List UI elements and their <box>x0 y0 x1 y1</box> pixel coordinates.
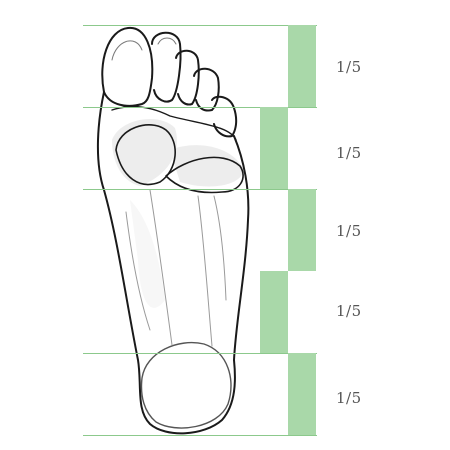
section-label-2: 1/5 <box>336 144 362 162</box>
arch-lines <box>125 189 227 347</box>
inner-edge <box>96 91 236 435</box>
section-bar-4 <box>260 271 288 353</box>
guide-line-3 <box>83 353 317 354</box>
section-label-1: 1/5 <box>336 58 362 76</box>
section-bar-2 <box>260 107 288 189</box>
outer-edge <box>233 135 250 361</box>
section-label-5: 1/5 <box>336 389 362 407</box>
foot-outline <box>96 91 250 435</box>
outer-pad <box>165 156 244 194</box>
third-toe <box>175 49 200 106</box>
big-toe <box>101 26 154 107</box>
section-bar-3 <box>288 189 316 271</box>
section-label-4: 1/5 <box>336 302 362 320</box>
guide-line-1 <box>83 107 317 108</box>
toes <box>101 26 238 138</box>
second-toe <box>151 31 182 103</box>
heel-pad <box>140 342 232 429</box>
section-label-3: 1/5 <box>336 222 362 240</box>
ball-of-foot <box>115 124 176 186</box>
section-bar-1 <box>288 25 316 107</box>
sole-shading <box>112 118 244 308</box>
ball-line <box>111 105 237 141</box>
section-bar-5 <box>288 353 316 435</box>
guide-line-bottom <box>83 435 317 436</box>
guide-line-top <box>83 25 317 26</box>
little-toe <box>211 95 238 138</box>
guide-line-2 <box>83 189 317 190</box>
